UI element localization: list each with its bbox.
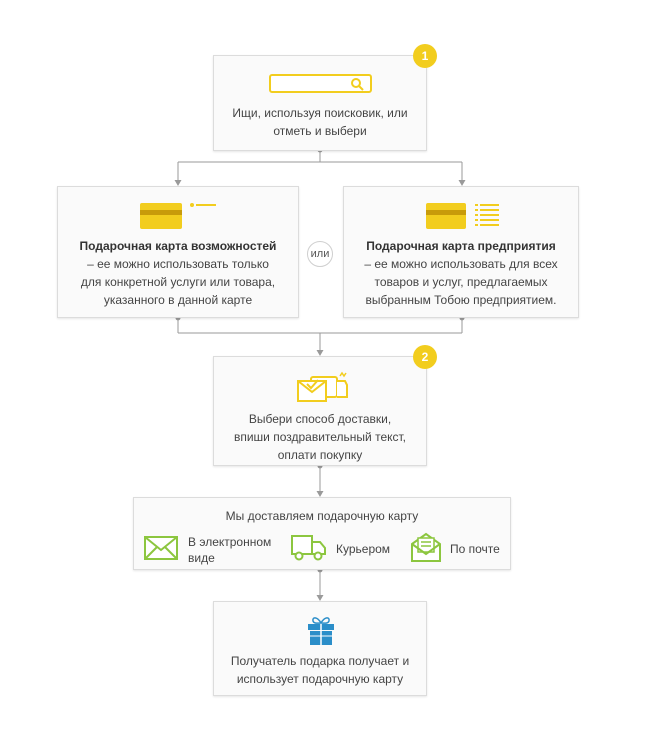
step1-box: Ищи, используя поисковик, или отметь и в… — [213, 55, 427, 151]
step-badge-2: 2 — [413, 345, 437, 369]
email-envelope-icon — [144, 536, 178, 560]
dash-line-icon — [190, 203, 216, 207]
gift-card-icon — [426, 203, 466, 229]
delivery-title: Мы доставляем подарочную карту — [225, 509, 419, 523]
card-enterprise-box: Подарочная карта предприятия – ее можно … — [343, 186, 579, 318]
final-box: Получатель подарка получает и использует… — [213, 601, 427, 696]
or-label: или — [307, 241, 333, 267]
gift-card-icon — [140, 203, 182, 229]
card-opportunities-box: Подарочная карта возможностей – ее можно… — [57, 186, 299, 318]
step2-box: Выбери способ доставки, впиши поздравите… — [213, 356, 427, 466]
final-text: Получатель подарка получает и использует… — [230, 654, 410, 686]
truck-icon — [291, 535, 326, 561]
letter-icon — [411, 532, 441, 562]
step2-text: Выбери способ доставки, впиши поздравите… — [233, 412, 407, 462]
step-badge-1: 1 — [413, 44, 437, 68]
gift-box-icon — [308, 617, 334, 645]
envelope-check-icon — [297, 371, 348, 402]
step1-text: Ищи, используя поисковик, или отметь и в… — [232, 106, 408, 138]
list-icon — [475, 204, 499, 226]
card-enterprise-text: – ее можно использовать для всех товаров… — [364, 257, 558, 307]
card-enterprise-title: Подарочная карта предприятия — [366, 239, 556, 253]
search-bar-icon — [269, 74, 372, 93]
card-opportunities-title: Подарочная карта возможностей — [79, 239, 277, 253]
delivery-electronic-label: В электронном виде — [188, 535, 272, 565]
delivery-post-label: По почте — [450, 542, 500, 556]
card-opportunities-text: – ее можно использовать только для конкр… — [80, 257, 276, 307]
delivery-box: Мы доставляем подарочную карту В электро… — [133, 497, 511, 570]
delivery-courier-label: Курьером — [336, 542, 391, 556]
